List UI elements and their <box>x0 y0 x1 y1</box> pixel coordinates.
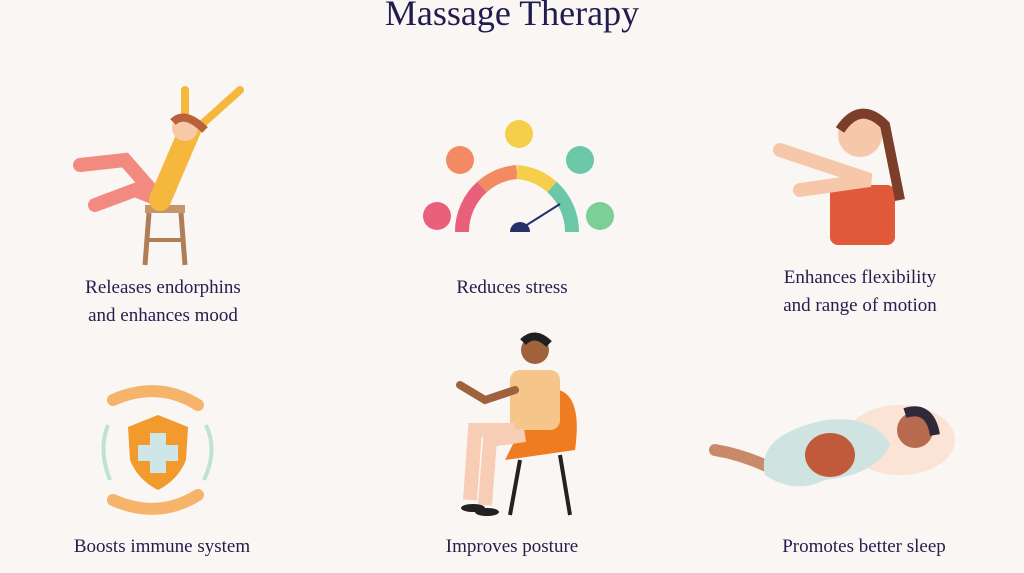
shield-with-hands-icon <box>101 385 214 515</box>
benefit-label-sleep: Promotes better sleep <box>782 536 946 557</box>
benefit-label-posture: Improves posture <box>445 536 579 557</box>
page-title: Massage Therapy <box>384 0 640 33</box>
benefit-label-immune: Boosts immune system <box>73 536 251 557</box>
stress-gauge-icon <box>423 120 614 233</box>
woman-stretching-icon <box>773 108 905 245</box>
happy-person-on-stool-icon <box>73 86 244 266</box>
sleeping-person-icon <box>709 405 955 487</box>
benefit-label-stress: Reduces stress <box>456 277 568 298</box>
man-in-chair-icon <box>456 332 577 516</box>
